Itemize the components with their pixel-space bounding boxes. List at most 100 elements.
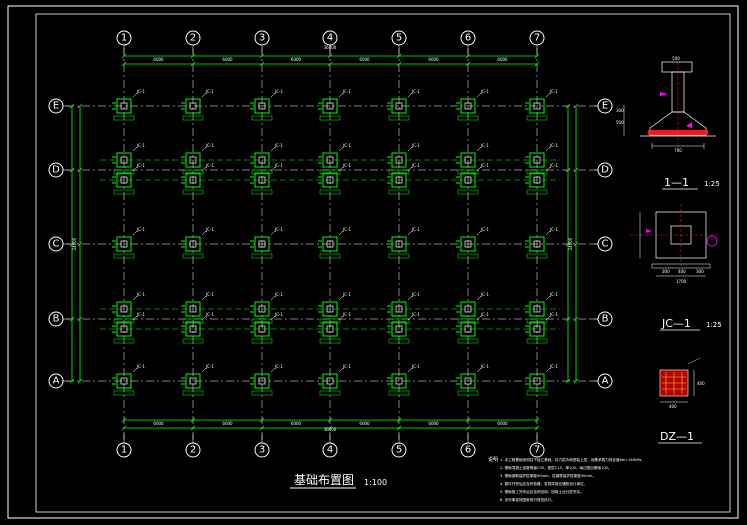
- axis-bubble-row-D: D: [48, 162, 70, 178]
- footing-jc1: JC-1: [387, 89, 420, 121]
- footing-tag-label: JC-1: [480, 292, 489, 297]
- footing-tag-leader: [201, 92, 207, 98]
- footing-tag-box: [526, 390, 548, 396]
- axis-label: E: [602, 101, 608, 112]
- footing-jc1: JC-1: [387, 143, 420, 175]
- plan-title: 基础布置图: [294, 473, 354, 487]
- footing-tag-box: [526, 253, 548, 259]
- footing-jc1: JC-1: [112, 227, 145, 259]
- footing-tag-label: JC-1: [205, 312, 214, 317]
- column-outline: [326, 325, 334, 333]
- footing-tag-box: [113, 338, 135, 344]
- footing-jc1: JC-1: [181, 143, 214, 175]
- axis-bubble-col-6: 6: [460, 434, 476, 458]
- overall-height-label: 24000: [568, 237, 573, 250]
- column-outline: [120, 325, 128, 333]
- footing-tag-label: JC-1: [274, 227, 283, 232]
- footing-tag-leader: [407, 146, 413, 152]
- bay-width-label: 6000: [428, 57, 439, 62]
- footing-tag-leader: [545, 367, 551, 373]
- column-outline: [258, 102, 266, 110]
- axis-label: 6: [465, 445, 471, 456]
- footing-outline: [391, 236, 407, 252]
- footing-jc1: JC-1: [456, 89, 489, 121]
- footing-jc1: JC-1: [525, 89, 558, 121]
- column-outline: [258, 156, 266, 164]
- footing-jc1: JC-1: [525, 312, 558, 344]
- footing-tag-label: JC-1: [549, 143, 558, 148]
- footing-tag-label: JC-1: [342, 292, 351, 297]
- footing-jc1: JC-1: [318, 143, 351, 175]
- footing-jc1: JC-1: [112, 143, 145, 175]
- footing-jc1: JC-1: [250, 227, 283, 259]
- footing-tag-leader: [476, 230, 482, 236]
- column-outline: [326, 240, 334, 248]
- footing-outline: [460, 98, 476, 114]
- footing-jc1: JC-1: [181, 163, 214, 195]
- footing-outline: [391, 98, 407, 114]
- dim-tick-v-3-1: [573, 167, 579, 173]
- footing-tag-label: JC-1: [136, 227, 145, 232]
- footing-jc1: JC-1: [456, 143, 489, 175]
- footing-tag-leader: [201, 166, 207, 172]
- footing-jc1: JC-1: [387, 163, 420, 195]
- footing-tag-leader: [270, 146, 276, 152]
- overall-width-bottom: 36000: [324, 427, 337, 432]
- dim-tick-h-1-0: [121, 61, 127, 67]
- footing-jc1: JC-1: [387, 227, 420, 259]
- footing-tag-label: JC-1: [411, 292, 420, 297]
- footing-outline: [460, 152, 476, 168]
- footing-outline: [391, 172, 407, 188]
- footing-tag-leader: [545, 146, 551, 152]
- footing-outline: [460, 301, 476, 317]
- footing-tag-leader: [132, 315, 138, 321]
- column-outline: [258, 377, 266, 385]
- footing-tag-box: [526, 169, 548, 175]
- dim-tick-h-1-5: [465, 61, 471, 67]
- footing-jc1: JC-1: [525, 143, 558, 175]
- axis-bubble-col-3: 3: [254, 30, 270, 54]
- footing-tag-box: [251, 390, 273, 396]
- footing-tag-box: [388, 390, 410, 396]
- column-outline: [464, 176, 472, 184]
- dim-tick-v-0-2: [69, 241, 75, 247]
- axis-bubble-row-A: A: [591, 373, 613, 389]
- overall-width-top: 36000: [324, 45, 337, 50]
- footing-jc1: JC-1: [456, 364, 489, 396]
- footing-outline: [460, 321, 476, 337]
- axis-label: E: [53, 101, 59, 112]
- footing-outline: [185, 98, 201, 114]
- column-outline: [464, 240, 472, 248]
- footing-jc1: JC-1: [456, 292, 489, 324]
- footing-tag-box: [457, 338, 479, 344]
- drawing-frame-inner: [35, 13, 731, 513]
- footing-tag-box: [388, 253, 410, 259]
- footing-outline: [254, 236, 270, 252]
- footing-tag-leader: [132, 367, 138, 373]
- axis-label: 1: [121, 445, 127, 456]
- footing-tag-box: [251, 338, 273, 344]
- footing-tag-label: JC-1: [274, 292, 283, 297]
- footing-tag-box: [526, 338, 548, 344]
- column-outline: [258, 325, 266, 333]
- footing-jc1: JC-1: [181, 227, 214, 259]
- axis-label: 5: [396, 445, 402, 456]
- footing-tag-leader: [270, 166, 276, 172]
- footing-outline: [322, 321, 338, 337]
- footing-tag-leader: [407, 166, 413, 172]
- footing-tag-box: [319, 115, 341, 121]
- section-dim-top: 500: [672, 56, 680, 61]
- footing-jc1: JC-1: [318, 364, 351, 396]
- notes-heading: 说明: [488, 456, 498, 463]
- axis-label: D: [52, 165, 60, 176]
- axis-grid-lines: [66, 48, 598, 440]
- axis-label: C: [53, 239, 60, 250]
- dim-tick-v-3-4: [573, 378, 579, 384]
- footing-outline: [185, 172, 201, 188]
- drawing-frame-outer: [7, 5, 739, 519]
- dim-tick-h-3-5: [465, 425, 471, 431]
- column-outline: [326, 305, 334, 313]
- footing-tag-leader: [201, 367, 207, 373]
- column-outline: [395, 102, 403, 110]
- footing-tag-label: JC-1: [136, 143, 145, 148]
